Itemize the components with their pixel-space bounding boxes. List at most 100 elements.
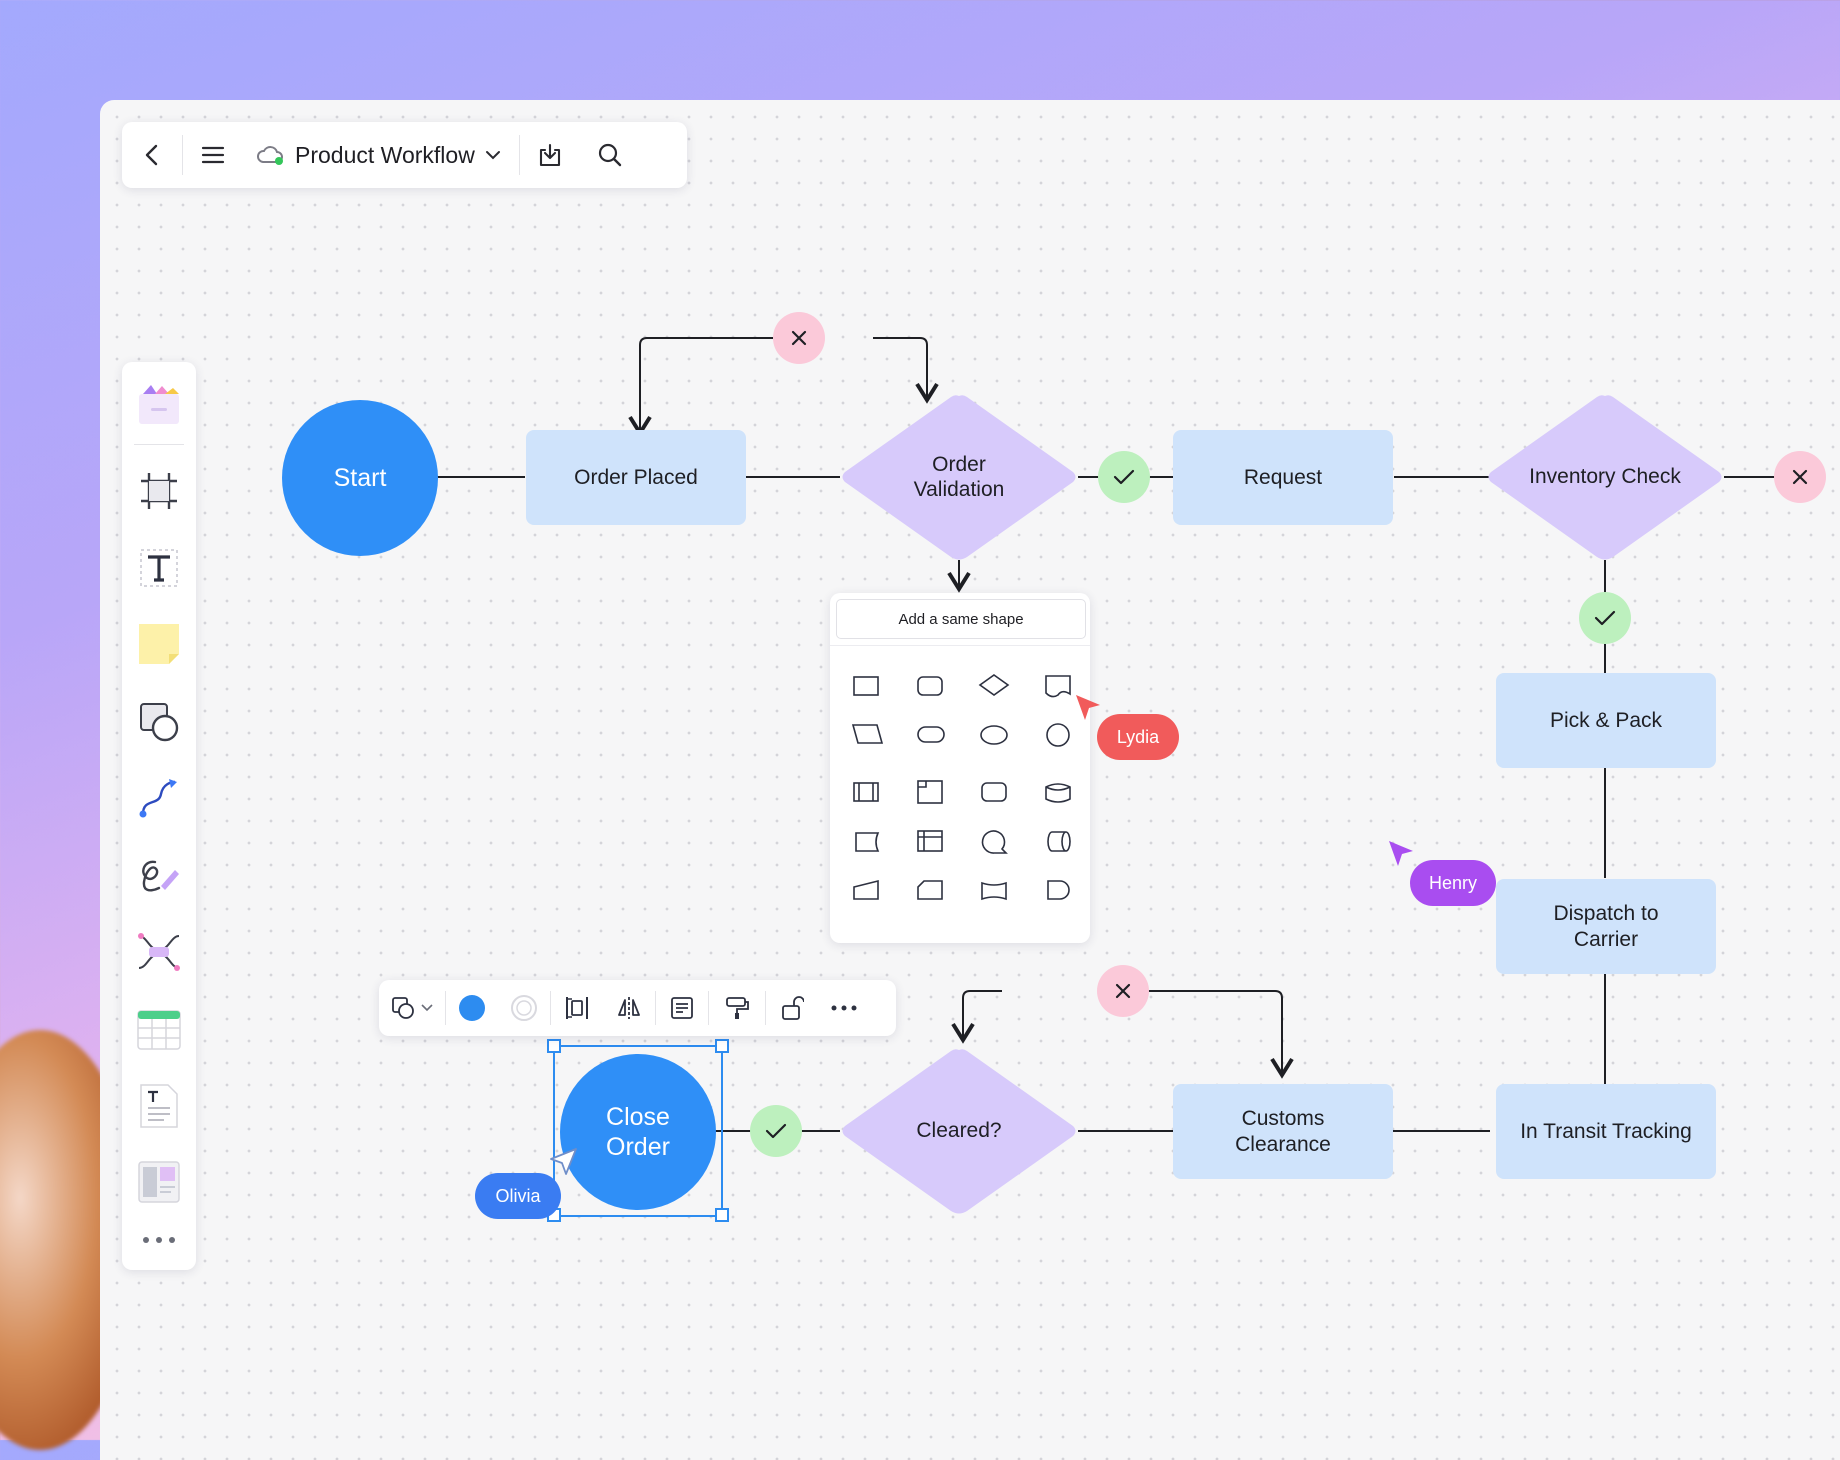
cleared-node[interactable]: Cleared?: [840, 1048, 1078, 1214]
approve-badge[interactable]: [1579, 592, 1631, 644]
cursor-arrow-henry: [1389, 841, 1413, 866]
pen-tool[interactable]: [122, 846, 196, 906]
templates-tool[interactable]: [122, 374, 196, 434]
shape-type-dropdown[interactable]: [379, 980, 445, 1036]
rectangle-shape-icon[interactable]: [853, 676, 879, 696]
speech-shape-icon[interactable]: [981, 830, 1008, 854]
parallelogram-shape-icon[interactable]: [851, 724, 884, 744]
predefined-lines: [858, 783, 874, 801]
add-same-shape-button[interactable]: Add a same shape: [836, 599, 1086, 639]
frame-tool[interactable]: [122, 461, 196, 521]
chevron-down-icon: [421, 1004, 433, 1012]
fill-color-button[interactable]: [446, 980, 498, 1036]
inventory-check-node[interactable]: Inventory Check: [1486, 394, 1724, 560]
whiteboard-canvas[interactable]: Start Order Placed Order Validation Requ…: [100, 100, 1840, 1460]
divider: [134, 444, 184, 445]
manual-input-shape-icon[interactable]: [853, 879, 879, 900]
rounded-rect-shape-icon[interactable]: [917, 676, 943, 696]
predefined-process-shape-icon[interactable]: [853, 782, 879, 802]
approve-badge[interactable]: [1098, 451, 1150, 503]
border-color-button[interactable]: [498, 980, 550, 1036]
download-icon: [539, 143, 560, 167]
flip-icon: [618, 997, 640, 1019]
mind-map-tool[interactable]: [122, 922, 196, 982]
templates-icon: [139, 385, 179, 424]
close-order-node[interactable]: Close Order: [560, 1054, 716, 1210]
selection-box[interactable]: [553, 1045, 723, 1217]
grid-shape-icon[interactable]: [917, 830, 943, 852]
document-title-dropdown[interactable]: Product Workflow: [243, 122, 519, 188]
align-button[interactable]: [551, 980, 603, 1036]
shape-switch-icon: [392, 997, 414, 1019]
diamond-shape-icon[interactable]: [978, 674, 1010, 696]
tape-shape-icon[interactable]: [981, 881, 1007, 901]
divider: [182, 135, 183, 175]
pick-pack-node[interactable]: Pick & Pack: [1496, 673, 1716, 768]
resize-handle[interactable]: [715, 1208, 729, 1222]
back-button[interactable]: [122, 122, 182, 188]
shape-grid: [851, 674, 1071, 901]
request-node[interactable]: Request: [1173, 430, 1393, 525]
resize-handle[interactable]: [715, 1039, 729, 1053]
collaborator-tag-henry: Henry: [1410, 860, 1496, 906]
document-tool[interactable]: [122, 1076, 196, 1136]
more-options-button[interactable]: [818, 980, 870, 1036]
align-icon: [566, 997, 588, 1019]
order-placed-node[interactable]: Order Placed: [526, 430, 746, 525]
lock-button[interactable]: [766, 980, 818, 1036]
text-tool[interactable]: [122, 538, 196, 598]
order-validation-node[interactable]: Order Validation: [840, 394, 1078, 560]
divider: [765, 991, 766, 1025]
cursor-arrow-lydia: [1076, 695, 1100, 720]
stored-data-shape-icon[interactable]: [855, 832, 880, 852]
border-color-icon: [511, 995, 537, 1021]
direct-access-shape-icon[interactable]: [1047, 831, 1071, 852]
collaborator-tag-lydia: Lydia: [1097, 714, 1179, 760]
table-tool[interactable]: [122, 1000, 196, 1060]
text-format-button[interactable]: [656, 980, 708, 1036]
shape-picker-popup: Add a same shape: [830, 593, 1090, 943]
fill-color-icon: [459, 995, 485, 1021]
cursor-arrow-olivia: [550, 1148, 577, 1175]
download-button[interactable]: [520, 122, 580, 188]
connector-icon: [139, 779, 177, 818]
internal-storage-shape-icon[interactable]: [917, 780, 943, 804]
ellipse-shape-icon[interactable]: [980, 725, 1008, 745]
sticky-note-tool[interactable]: [122, 614, 196, 674]
document-icon: [140, 1084, 178, 1128]
flip-button[interactable]: [603, 980, 655, 1036]
search-button[interactable]: [580, 122, 640, 188]
more-icon: [831, 1005, 857, 1011]
format-painter-icon: [726, 997, 749, 1019]
resize-handle[interactable]: [547, 1039, 561, 1053]
more-tools-button[interactable]: [122, 1210, 196, 1270]
edge-loop2-right: [1102, 990, 1294, 1079]
format-painter-button[interactable]: [709, 980, 765, 1036]
delay-shape-icon[interactable]: [1047, 880, 1070, 900]
check-icon: [1594, 610, 1616, 626]
divider: [830, 645, 1090, 646]
start-node[interactable]: Start: [282, 400, 438, 556]
unlock-icon: [782, 996, 804, 1020]
shapes-tool[interactable]: [122, 692, 196, 752]
reject-badge[interactable]: [773, 312, 825, 364]
layout-tool[interactable]: [122, 1152, 196, 1212]
dispatch-node[interactable]: Dispatch to Carrier: [1496, 879, 1716, 974]
document-shape-icon[interactable]: [1045, 675, 1071, 698]
close-icon: [1115, 983, 1131, 999]
text-format-icon: [671, 997, 693, 1019]
customs-node[interactable]: Customs Clearance: [1173, 1084, 1393, 1179]
rounded-square-shape-icon[interactable]: [981, 782, 1007, 802]
circle-shape-icon[interactable]: [1046, 723, 1070, 747]
database-shape-icon[interactable]: [1045, 783, 1071, 803]
connector-tool[interactable]: [122, 768, 196, 828]
stadium-shape-icon[interactable]: [917, 726, 945, 743]
approve-badge[interactable]: [750, 1105, 802, 1157]
menu-button[interactable]: [183, 122, 243, 188]
close-icon: [791, 330, 807, 346]
reject-badge[interactable]: [1097, 965, 1149, 1017]
in-transit-node[interactable]: In Transit Tracking: [1496, 1084, 1716, 1179]
storage-lines: [918, 781, 927, 788]
card-shape-icon[interactable]: [917, 880, 943, 900]
reject-badge[interactable]: [1774, 451, 1826, 503]
